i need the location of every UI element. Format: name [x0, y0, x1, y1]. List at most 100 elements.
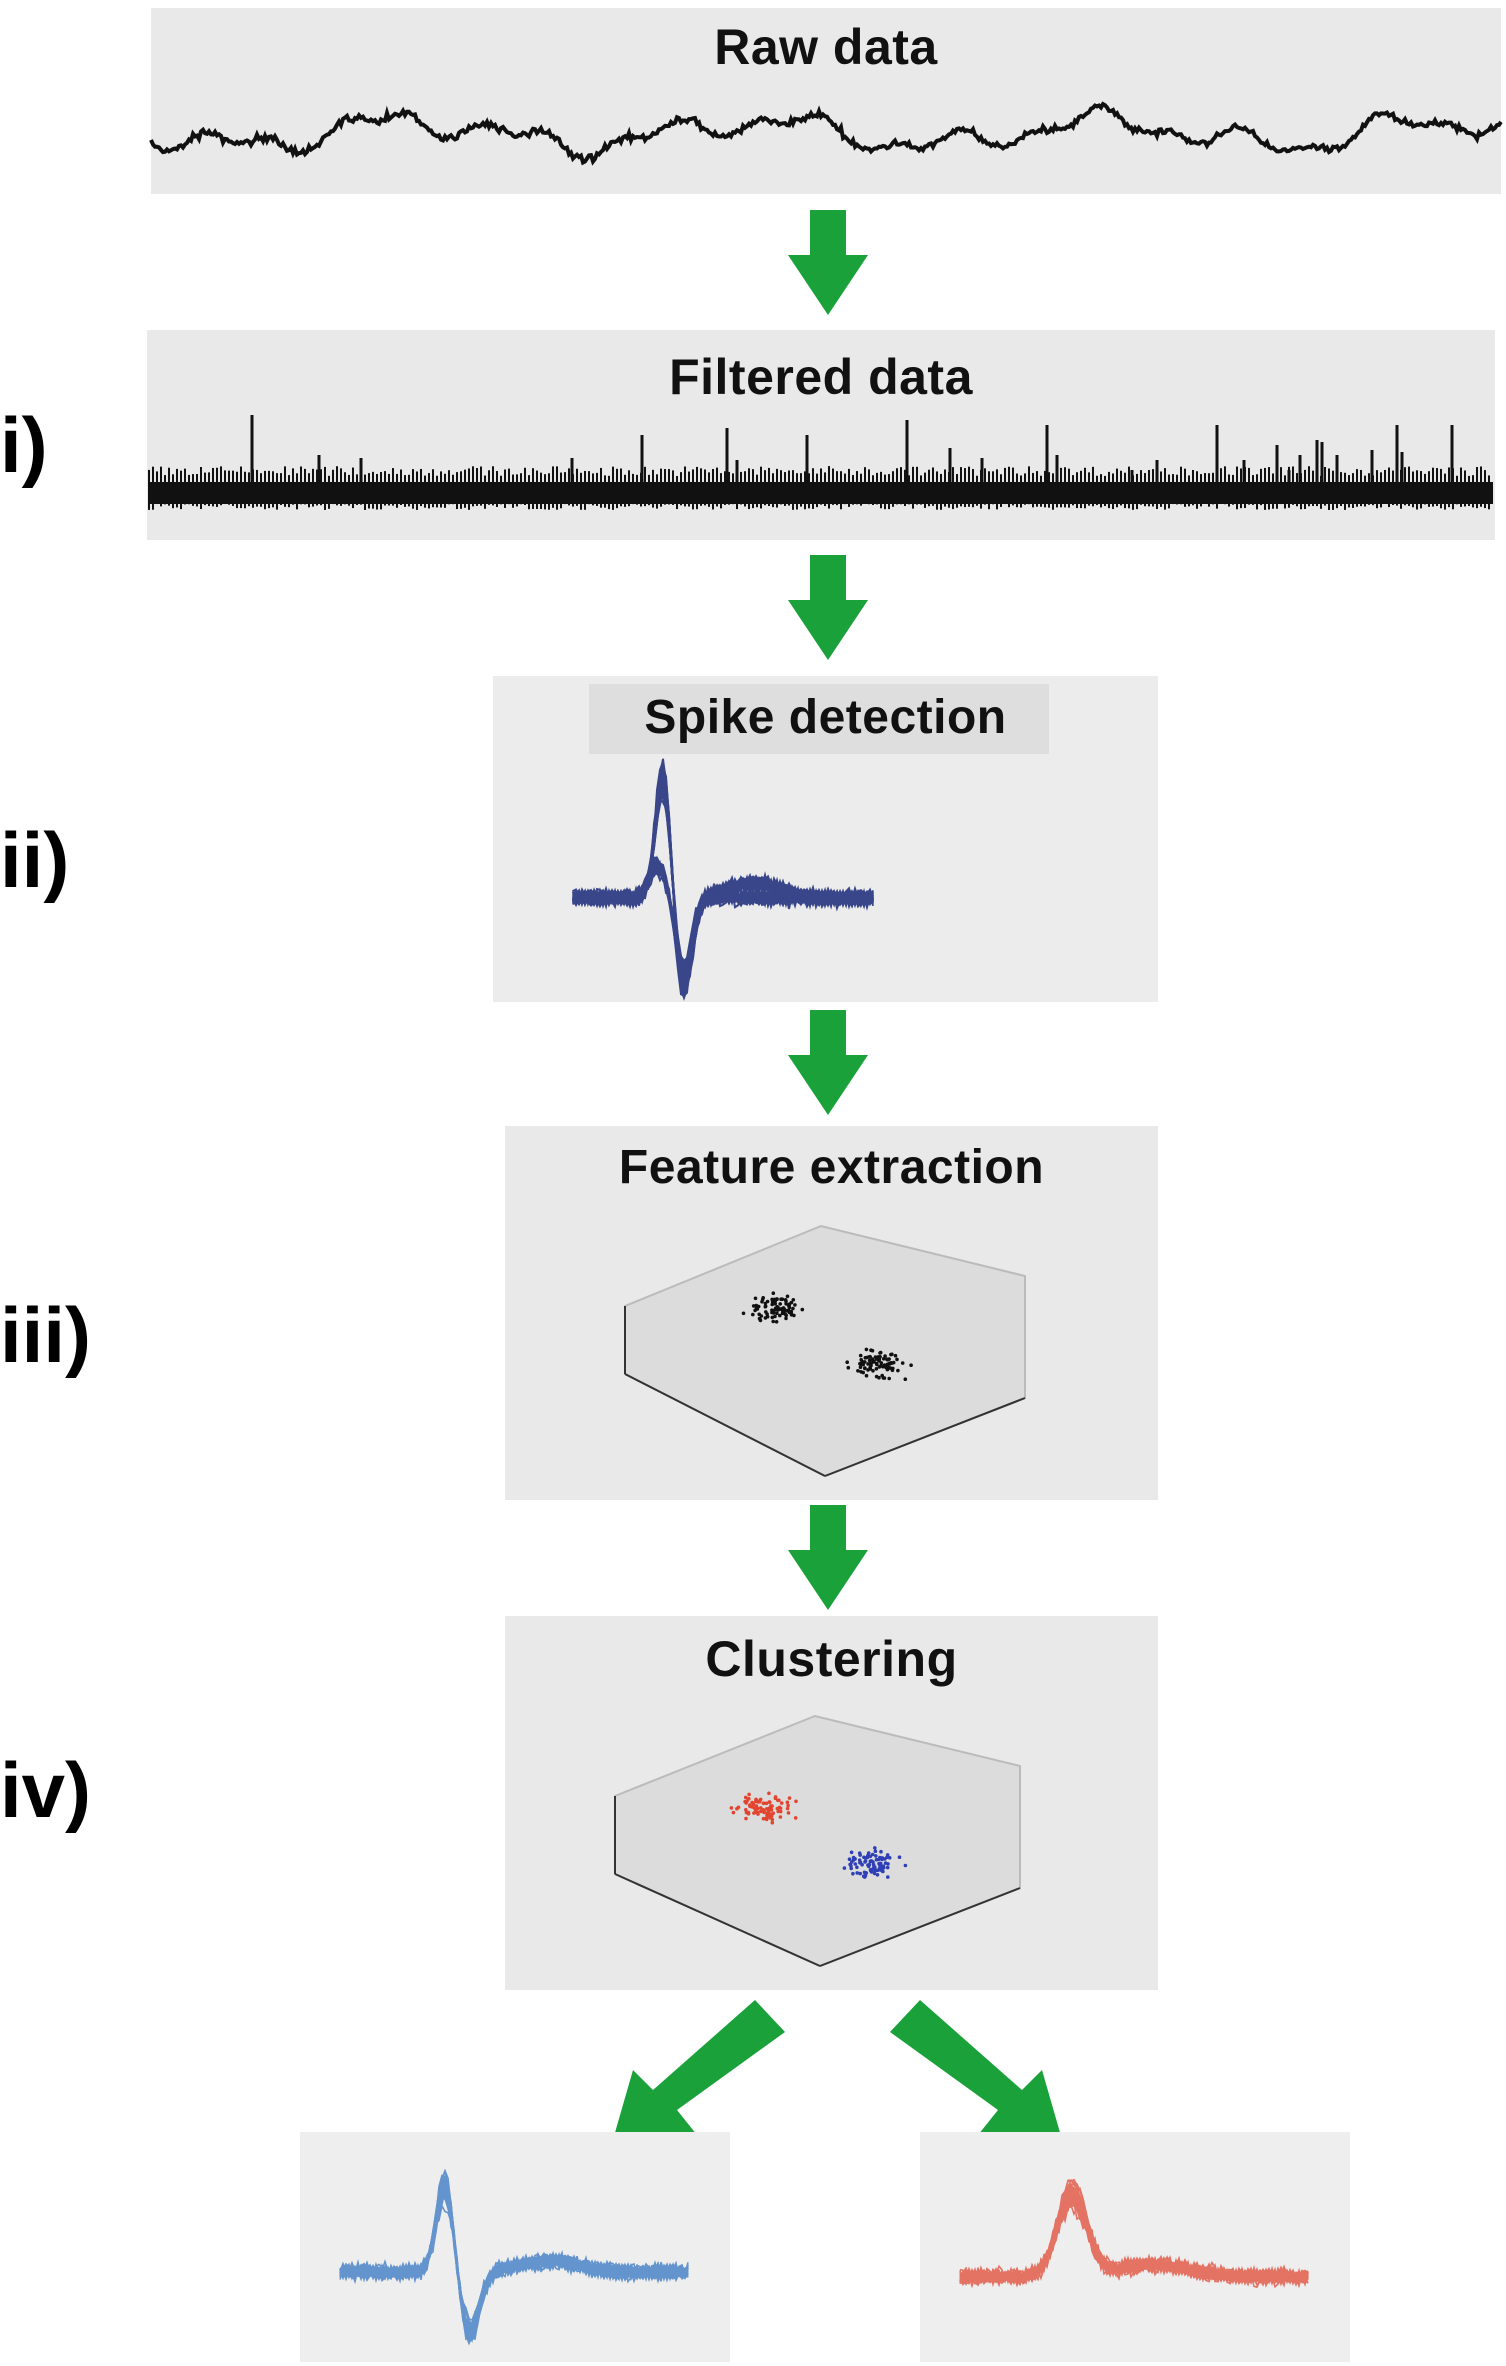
feature-point	[864, 1373, 869, 1378]
waveform	[959, 2185, 1309, 2286]
feature-point	[855, 1865, 859, 1870]
feature-point	[775, 1305, 779, 1309]
feature-point	[764, 1817, 769, 1822]
feature-point	[786, 1811, 791, 1815]
feature-point	[778, 1313, 782, 1318]
feature-point	[863, 1856, 868, 1860]
feature-point	[871, 1867, 875, 1872]
feature-point	[770, 1820, 775, 1825]
feature-point	[890, 1352, 894, 1357]
feature-point	[781, 1306, 786, 1310]
feature-point	[751, 1304, 756, 1308]
feature-point	[744, 1810, 749, 1815]
feature-point	[879, 1849, 883, 1854]
waveform	[572, 775, 874, 986]
down-arrow-icon	[788, 1505, 868, 1610]
feature-point	[858, 1860, 862, 1865]
feature-point	[786, 1803, 790, 1808]
feature-point	[878, 1351, 882, 1355]
detected-spike-waveforms	[572, 758, 874, 1001]
feature-point	[858, 1365, 863, 1369]
feature-point	[882, 1376, 887, 1380]
waveform	[572, 774, 874, 984]
feature-point	[874, 1374, 879, 1379]
feature-point	[874, 1857, 879, 1862]
waveform	[572, 763, 874, 995]
feature-point	[800, 1307, 805, 1312]
feature-point	[758, 1318, 763, 1323]
waveform	[572, 758, 874, 995]
spike-detection-title: Spike detection	[644, 691, 1007, 744]
waveform	[572, 772, 874, 989]
feature-point	[768, 1800, 772, 1805]
feature-point	[751, 1802, 756, 1807]
feature-point	[893, 1353, 898, 1358]
feature-point	[779, 1801, 784, 1805]
waveform	[572, 778, 874, 979]
feature-point	[851, 1871, 855, 1876]
feature-point	[762, 1801, 766, 1805]
feature-point	[879, 1361, 884, 1365]
waveform	[572, 770, 874, 989]
feature-point	[763, 1301, 768, 1306]
feature-point	[881, 1864, 886, 1868]
feature-point	[866, 1355, 871, 1359]
feature-point	[729, 1806, 734, 1810]
feature-point	[885, 1853, 890, 1857]
feature-point	[888, 1362, 892, 1366]
waveform	[572, 783, 874, 978]
feature-point	[864, 1347, 869, 1352]
sorted-unit-blue-panel	[300, 2132, 730, 2362]
feature-point	[773, 1796, 778, 1801]
waveform	[572, 859, 874, 981]
waveform	[572, 858, 874, 986]
feature-point	[873, 1849, 878, 1853]
feature-point	[863, 1859, 868, 1863]
feature-point	[845, 1360, 849, 1364]
waveform	[572, 758, 874, 1001]
feature-point	[881, 1357, 886, 1361]
feature-point	[874, 1367, 879, 1371]
feature-point	[751, 1312, 755, 1317]
feature-point	[881, 1869, 885, 1874]
waveform	[572, 783, 874, 977]
step-label-iii: iii)	[0, 1291, 91, 1379]
feature-point	[787, 1796, 792, 1800]
feature-point	[743, 1795, 748, 1800]
feature-point	[863, 1366, 867, 1371]
feature-point	[887, 1376, 891, 1381]
feature-point	[870, 1348, 875, 1353]
cluster-space-plot	[614, 1714, 1021, 1968]
feature-point	[748, 1804, 752, 1808]
waveform	[339, 2175, 689, 2341]
feature-point	[873, 1355, 878, 1359]
feature-point	[880, 1856, 884, 1860]
feature-point	[866, 1362, 870, 1366]
feature-point	[736, 1805, 741, 1810]
feature-point	[875, 1873, 880, 1877]
feature-point	[842, 1866, 847, 1870]
waveform	[572, 771, 874, 986]
waveform	[339, 2168, 689, 2341]
feature-point	[849, 1850, 854, 1855]
feature-point	[761, 1816, 766, 1821]
waveform	[572, 771, 874, 989]
feature-point	[731, 1810, 736, 1815]
feature-point	[792, 1313, 796, 1318]
feature-point	[856, 1369, 860, 1373]
feature-point	[903, 1863, 908, 1868]
feature-point	[768, 1813, 773, 1818]
feature-point	[759, 1314, 764, 1318]
feature-point	[877, 1359, 881, 1363]
clustering-title: Clustering	[705, 1631, 958, 1687]
feature-point	[765, 1813, 769, 1817]
feature-point	[747, 1792, 751, 1797]
feature-point	[744, 1816, 748, 1821]
feature-point	[744, 1808, 748, 1812]
feature-point	[770, 1315, 775, 1320]
feature-point	[755, 1810, 760, 1815]
feature-point	[775, 1311, 779, 1316]
waveform	[572, 856, 874, 997]
feature-point	[753, 1296, 758, 1301]
diagonal-arrow-icon	[610, 2000, 785, 2150]
